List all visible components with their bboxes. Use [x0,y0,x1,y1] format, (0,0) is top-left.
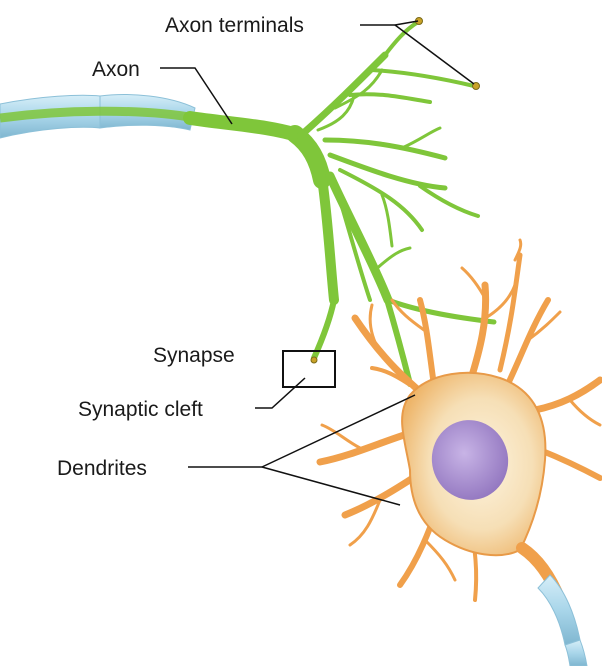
synapse-box [283,351,335,387]
axon-label: Axon [92,58,140,81]
axon-terminals-label: Axon terminals [165,14,304,37]
axon [190,22,494,384]
dendrites-label: Dendrites [57,457,147,480]
myelin-sheath-left [0,95,195,139]
synaptic-cleft-label: Synaptic cleft [78,398,203,421]
myelin-sheath-right [522,548,587,666]
postsynaptic-neuron [320,240,600,666]
synapse-label: Synapse [153,344,235,367]
